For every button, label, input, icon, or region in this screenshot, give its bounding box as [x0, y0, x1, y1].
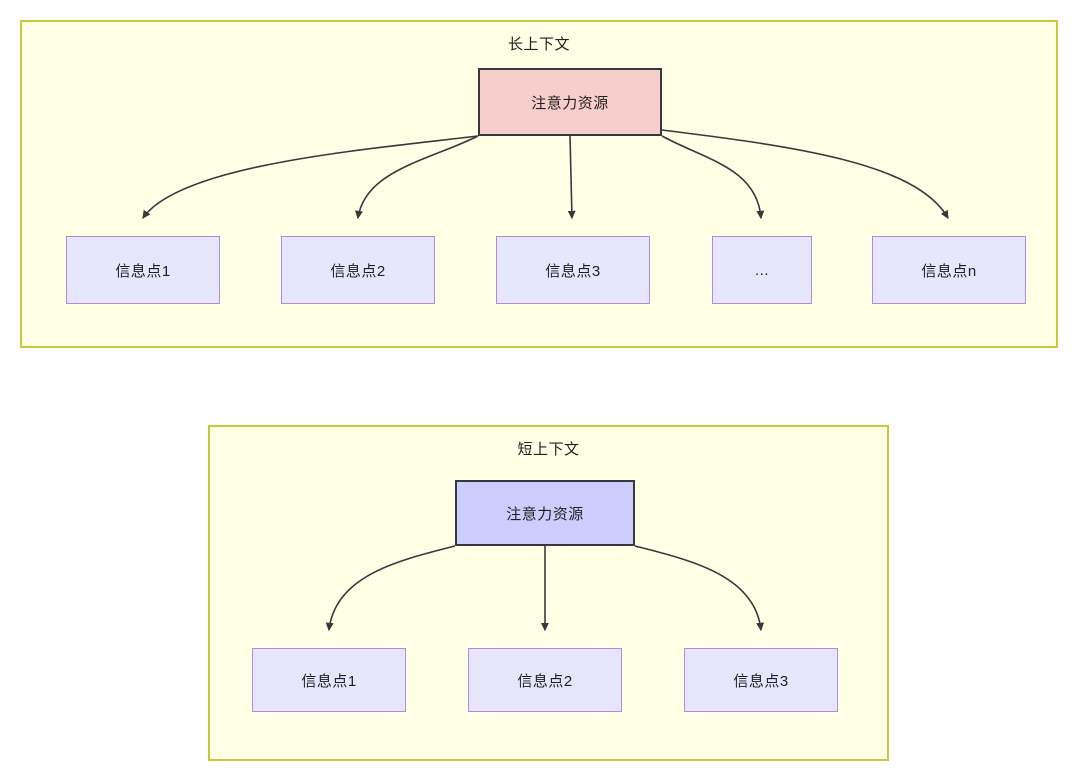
node-label: 信息点2 [517, 672, 573, 690]
node-label: 注意力资源 [531, 94, 609, 112]
node-label: 信息点1 [301, 672, 357, 690]
node-short-info-point-3[interactable]: 信息点3 [684, 648, 838, 712]
node-long-info-point-1[interactable]: 信息点1 [66, 236, 220, 304]
node-label: 信息点3 [733, 672, 789, 690]
node-label: 信息点3 [545, 262, 601, 280]
node-short-info-point-1[interactable]: 信息点1 [252, 648, 406, 712]
node-long-info-point-2[interactable]: 信息点2 [281, 236, 435, 304]
node-label: ... [754, 261, 769, 279]
node-long-info-point-3[interactable]: 信息点3 [496, 236, 650, 304]
node-short-attention-resource[interactable]: 注意力资源 [455, 480, 635, 546]
node-long-info-point-ellipsis[interactable]: ... [712, 236, 812, 304]
node-long-info-point-n[interactable]: 信息点n [872, 236, 1026, 304]
node-long-attention-resource[interactable]: 注意力资源 [478, 68, 662, 136]
node-label: 注意力资源 [506, 505, 584, 523]
panel-short-context-title: 短上下文 [517, 441, 580, 458]
panel-long-context-title: 长上下文 [507, 36, 570, 53]
node-label: 信息点2 [330, 262, 386, 280]
node-short-info-point-2[interactable]: 信息点2 [468, 648, 622, 712]
node-label: 信息点1 [115, 262, 171, 280]
node-label: 信息点n [921, 262, 977, 280]
